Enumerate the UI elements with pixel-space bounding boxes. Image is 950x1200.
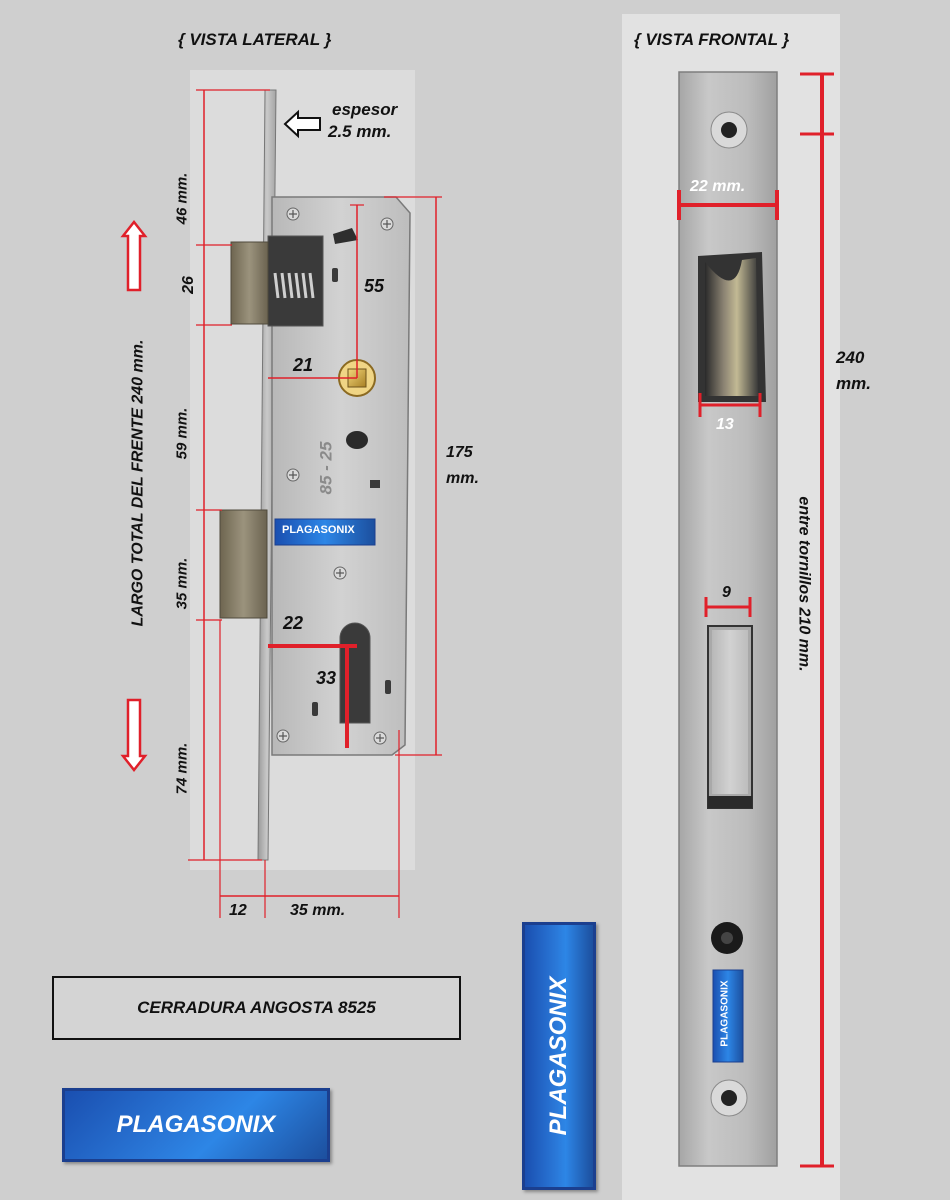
dim-9-label: 9 — [722, 584, 731, 601]
dim-175-label: 175 — [446, 444, 473, 461]
product-title: CERRADURA ANGOSTA 8525 — [137, 998, 376, 1017]
front-view-faceplate — [678, 71, 778, 1167]
dim-13-label: 13 — [716, 416, 734, 433]
dim-59-label: 59 mm. — [173, 407, 191, 460]
dim-240-unit: mm. — [836, 374, 871, 393]
dim-22mm-label: 22 mm. — [690, 178, 746, 195]
latch-bolt — [230, 241, 269, 325]
dim-21-label: 21 — [293, 355, 314, 375]
side-view-lock — [219, 89, 411, 861]
side-bold-dimension-lines — [268, 644, 357, 748]
side-view-title: { VISTA LATERAL } — [178, 30, 332, 49]
dim-55-label: 55 — [364, 276, 385, 296]
product-title-box: CERRADURA ANGOSTA 8525 — [52, 976, 461, 1040]
front-view-title: { VISTA FRONTAL } — [634, 30, 790, 49]
front-dimension-lines — [677, 72, 834, 1168]
total-length-arrows — [120, 219, 148, 773]
dim-26-label: 26 — [179, 276, 197, 294]
brand-logo-text: PLAGASONIX — [116, 1111, 276, 1138]
dim-35h-label: 35 mm. — [290, 902, 346, 919]
thickness-arrow-icon — [283, 109, 321, 139]
brand-logo-horizontal: PLAGASONIX — [62, 1088, 330, 1162]
dim-33-label: 33 — [316, 668, 337, 688]
dim-240-label: 240 — [836, 348, 865, 367]
dead-bolt — [219, 509, 268, 619]
side-dimension-lines — [188, 89, 442, 918]
thickness-label: espesor — [332, 100, 398, 119]
cylinder-hole — [339, 622, 371, 724]
latch-spring — [273, 272, 315, 299]
thickness-value: 2.5 mm. — [328, 122, 392, 141]
brand-logo-vertical: PLAGASONIX — [522, 922, 596, 1190]
dim-35v-label: 35 mm. — [173, 557, 191, 610]
dim-175-unit: mm. — [446, 470, 479, 487]
front-plate-brand: PLAGASONIX — [719, 980, 731, 1047]
screw-spacing-label: entre tornillos 210 mm. — [795, 496, 813, 672]
dim-22-side-label: 22 — [283, 613, 304, 633]
side-plate-brand: PLAGASONIX — [282, 524, 355, 536]
dim-12-label: 12 — [229, 902, 247, 919]
dim-46-label: 46 mm. — [173, 172, 191, 225]
total-length-label: LARGO TOTAL DEL FRENTE 240 mm. — [129, 339, 147, 627]
brand-logo-vertical-text: PLAGASONIX — [545, 976, 572, 1136]
dim-74-label: 74 mm. — [173, 742, 191, 795]
model-stamp: 85 - 25 — [316, 441, 336, 495]
